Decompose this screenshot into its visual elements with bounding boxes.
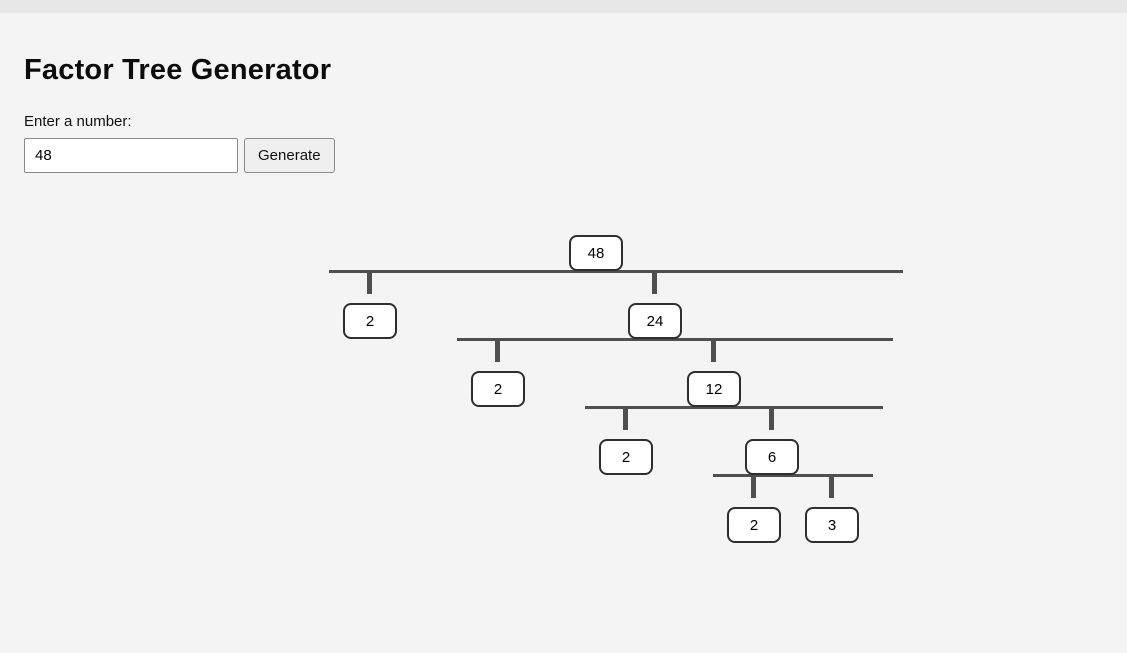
tree-node-48: 48 bbox=[569, 235, 623, 271]
tree-node-2: 2 bbox=[471, 371, 525, 407]
generate-button[interactable]: Generate bbox=[244, 138, 335, 173]
tree-node-12: 12 bbox=[687, 371, 741, 407]
tree-branch-line bbox=[329, 270, 903, 273]
tree-branch-stub bbox=[711, 338, 716, 362]
top-strip bbox=[0, 0, 1127, 13]
tree-branch-line bbox=[585, 406, 883, 409]
tree-branch-stub bbox=[769, 406, 774, 430]
tree-branch-stub bbox=[829, 474, 834, 498]
tree-branch-stub bbox=[367, 270, 372, 294]
number-input[interactable] bbox=[24, 138, 238, 173]
tree-branch-line bbox=[713, 474, 873, 477]
tree-node-2: 2 bbox=[343, 303, 397, 339]
tree-branch-stub bbox=[751, 474, 756, 498]
tree-branch-stub bbox=[652, 270, 657, 294]
input-row: Generate bbox=[24, 138, 1127, 173]
tree-node-6: 6 bbox=[745, 439, 799, 475]
number-input-label: Enter a number: bbox=[24, 113, 132, 130]
page-title: Factor Tree Generator bbox=[24, 54, 332, 86]
tree-node-2: 2 bbox=[599, 439, 653, 475]
tree-node-24: 24 bbox=[628, 303, 682, 339]
tree-node-3: 3 bbox=[805, 507, 859, 543]
tree-branch-stub bbox=[623, 406, 628, 430]
tree-branch-stub bbox=[495, 338, 500, 362]
tree-branch-line bbox=[457, 338, 893, 341]
tree-node-2: 2 bbox=[727, 507, 781, 543]
main-content: Factor Tree Generator Enter a number: Ge… bbox=[0, 56, 1127, 173]
